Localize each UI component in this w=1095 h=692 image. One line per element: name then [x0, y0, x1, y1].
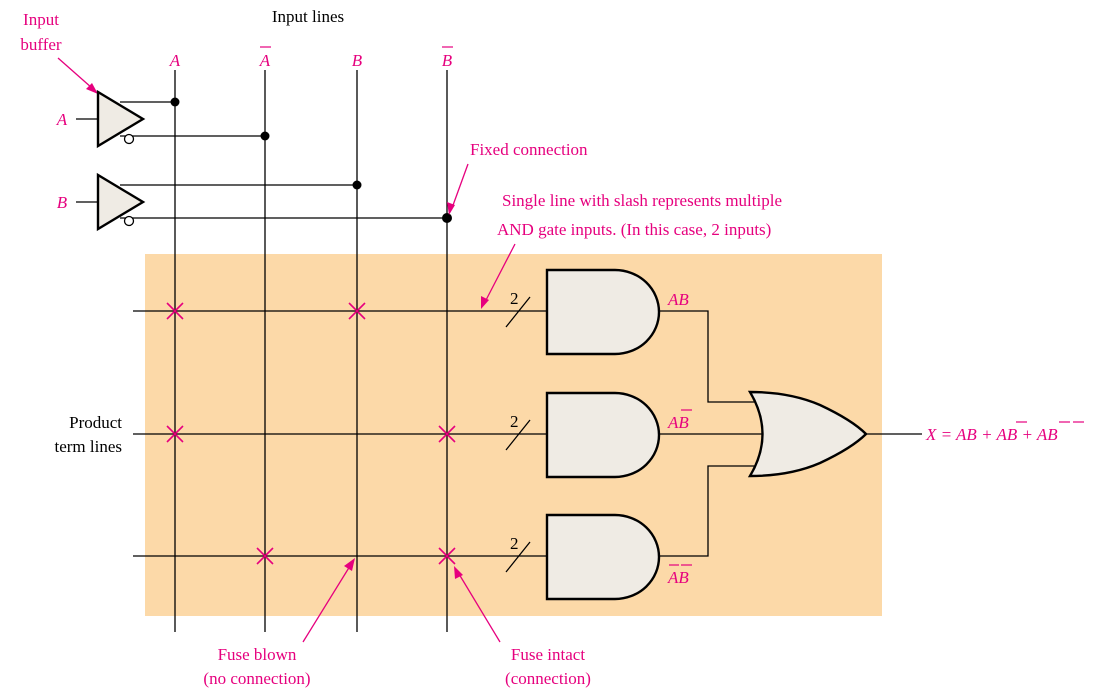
- column-label-a-bar: A: [259, 46, 271, 70]
- fuse-blown-arrow: [302, 558, 355, 643]
- product-term-label-line1: Product: [69, 413, 122, 432]
- column-label-b-bar: B: [442, 46, 453, 70]
- buffer-input-label-b: B: [57, 193, 68, 212]
- svg-text:AB: AB: [667, 568, 689, 587]
- fuse-intact-arrow: [454, 566, 501, 643]
- slash-note-line1: Single line with slash represents multip…: [502, 191, 782, 210]
- and-gate-3: [545, 513, 661, 601]
- and-output-wire-1: [659, 310, 756, 403]
- input-buffer-label-line2: buffer: [20, 35, 62, 54]
- and-output-label-2: AB: [667, 409, 692, 432]
- slash-note-arrow: [481, 243, 516, 309]
- and-gate-1: [545, 268, 661, 356]
- svg-text:2: 2: [510, 412, 519, 431]
- fuse-intact-row3-b-bar: [438, 547, 456, 565]
- svg-text:X = AB + AB + AB: X = AB + AB + AB: [925, 425, 1058, 444]
- input-count-slash-2: 2: [505, 412, 531, 451]
- fuse-intact-row2-b-bar: [438, 425, 456, 443]
- svg-text:2: 2: [510, 534, 519, 553]
- fixed-connection-label: Fixed connection: [470, 140, 588, 159]
- column-label-b: B: [352, 51, 363, 70]
- and-output-label-1: AB: [667, 290, 689, 309]
- slash-note-line2: AND gate inputs. (In this case, 2 inputs…: [497, 220, 771, 239]
- svg-text:2: 2: [510, 289, 519, 308]
- fuse-intact-label-line1: Fuse intact: [511, 645, 585, 664]
- and-gate-2: [545, 391, 661, 479]
- product-term-label-line2: term lines: [54, 437, 122, 456]
- input-buffer-label-line1: Input: [23, 10, 59, 29]
- input-buffer-arrow: [57, 57, 98, 94]
- fuse-intact-label-line2: (connection): [505, 669, 591, 688]
- svg-text:AB: AB: [667, 413, 689, 432]
- column-label-a: A: [169, 51, 181, 70]
- and-output-wire-3: [659, 465, 756, 557]
- fuse-intact-row1-b: [348, 302, 366, 320]
- input-count-slash-1: 2: [505, 289, 531, 328]
- fuse-intact-row1-a: [166, 302, 184, 320]
- and-output-label-3: AB: [667, 564, 692, 587]
- fuse-blown-label-line2: (no connection): [203, 669, 310, 688]
- input-lines-title: Input lines: [272, 7, 344, 26]
- svg-text:A: A: [259, 51, 271, 70]
- svg-text:B: B: [442, 51, 453, 70]
- output-expression: X = AB + AB + AB: [925, 421, 1084, 444]
- fuse-intact-row3-a-bar: [256, 547, 274, 565]
- fixed-connection-arrow: [447, 163, 469, 215]
- fuse-intact-row2-a: [166, 425, 184, 443]
- input-count-slash-3: 2: [505, 534, 531, 573]
- input-buffer-b: [76, 172, 452, 232]
- fuse-blown-label-line1: Fuse blown: [218, 645, 297, 664]
- input-buffer-a: [76, 89, 270, 149]
- or-gate: [747, 390, 868, 478]
- buffer-input-label-a: A: [56, 110, 68, 129]
